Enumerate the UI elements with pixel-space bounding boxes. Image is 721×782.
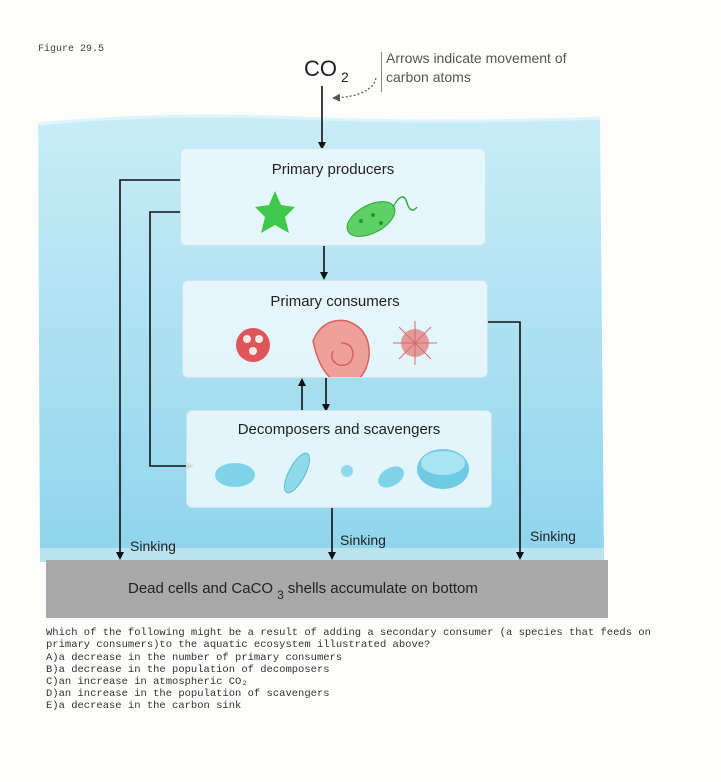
sediment-label-subscript: 3	[277, 588, 284, 602]
small-protist-icon	[341, 465, 353, 477]
sinking-label-left: Sinking	[130, 538, 176, 554]
sinking-label-right: Sinking	[530, 528, 576, 544]
answer-option-a: A)a decrease in the number of primary co…	[46, 652, 343, 664]
shallow-bottom-band	[40, 548, 604, 562]
answer-option-c: C)an increase in atmospheric CO₂	[46, 676, 248, 688]
arrow-consumers-sinking	[486, 321, 524, 560]
arrow-producers-to-decomposers	[149, 211, 194, 470]
primary-producers-title: Primary producers	[271, 161, 395, 178]
arrow-producers-sinking	[116, 179, 180, 560]
coccolith-spines-icon	[393, 321, 437, 365]
algae-spot-icon	[371, 213, 375, 217]
producer-organisms	[255, 191, 418, 237]
sediment-label-after: shells accumulate on bottom	[287, 580, 478, 597]
algae-flagellum-icon	[392, 196, 418, 211]
decomposers-title: Decomposers and scavengers	[237, 421, 441, 438]
answer-option-b: B)a decrease in the population of decomp…	[46, 664, 330, 676]
figure-label: Figure 29.5	[38, 44, 105, 55]
green-algae-cell-icon	[346, 201, 396, 237]
primary-consumers-box: Primary consumers	[182, 280, 488, 378]
legend-divider	[381, 52, 382, 92]
question-text: Which of the following might be a result…	[46, 627, 651, 651]
co2-subscript: 2	[341, 69, 349, 85]
decomposer-organisms	[215, 449, 469, 494]
co2-main: CO	[304, 56, 337, 81]
algae-spot-icon	[359, 219, 363, 223]
primary-producers-box: Primary producers	[180, 148, 486, 246]
bacterium-icon	[215, 463, 255, 487]
radiolarian-icon	[236, 328, 270, 362]
star-diatom-icon	[255, 191, 295, 233]
sediment-label-before: Dead cells and CaCO	[128, 580, 274, 597]
radiolarian-pore-icon	[243, 335, 251, 343]
consumer-organisms	[236, 319, 437, 377]
ciliate-icon	[283, 452, 311, 494]
flagellate-icon	[378, 466, 404, 488]
shell-spiral-icon	[331, 342, 354, 367]
water-surface	[37, 114, 601, 126]
radiolarian-pore-icon	[249, 347, 257, 355]
foraminifera-shell-icon	[312, 319, 370, 377]
sinking-label-middle: Sinking	[340, 532, 386, 548]
radiolarian-pore-icon	[255, 335, 263, 343]
answer-option-e: E)a decrease in the carbon sink	[46, 700, 242, 712]
yeast-cell-highlight-icon	[421, 451, 465, 475]
algae-spot-icon	[379, 221, 383, 225]
answer-option-d: D)an increase in the population of scave…	[46, 688, 330, 700]
question-block: Which of the following might be a result…	[46, 627, 696, 712]
decomposers-box: Decomposers and scavengers	[186, 410, 492, 508]
legend-note: Arrows indicate movement of carbon atoms	[386, 50, 567, 85]
primary-consumers-title: Primary consumers	[270, 293, 400, 310]
sediment-layer	[46, 560, 608, 618]
